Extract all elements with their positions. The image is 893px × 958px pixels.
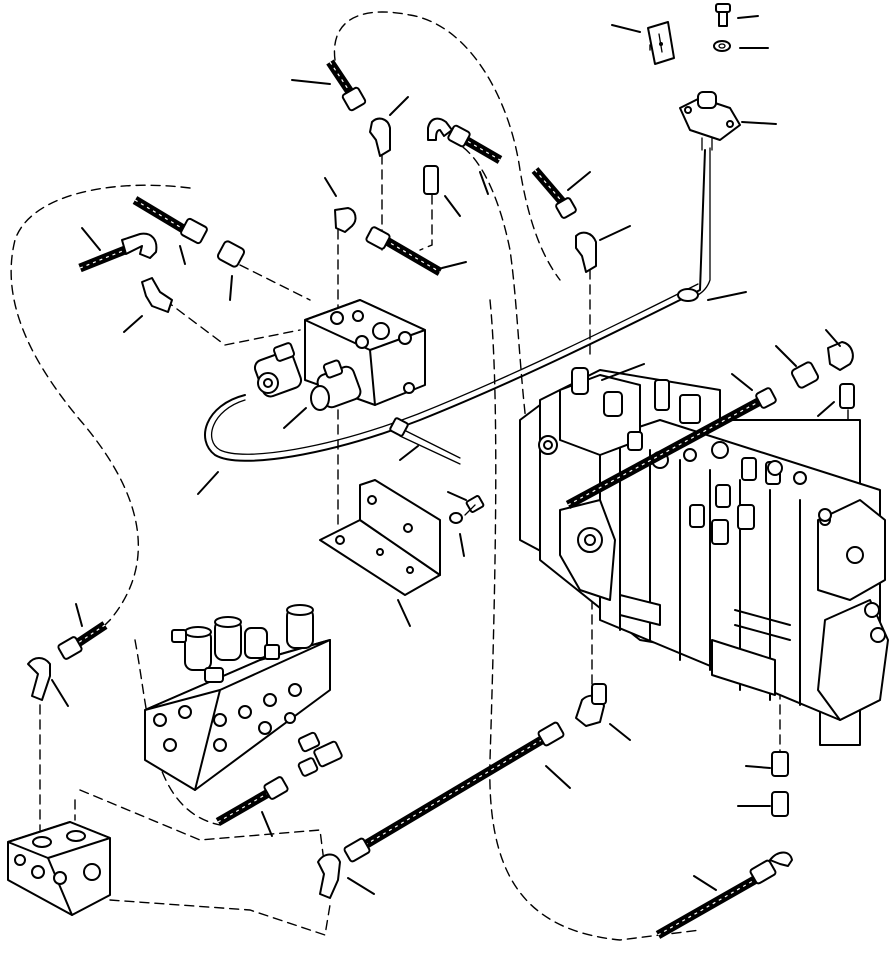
valve-hose-diagonal [565,387,777,509]
manifold-block [7,821,111,916]
control-valve-assembly [519,367,889,746]
solenoid-valve-block [253,299,426,411]
long-bolt [389,417,461,465]
fittings [27,117,855,899]
wire-harness [204,147,711,462]
dashed-connection-lines [10,11,849,941]
top-bolt [713,3,731,52]
pressure-switch [679,91,741,151]
mounting-bracket [319,479,441,596]
callout-leaders [51,15,841,895]
multi-solenoid-valve-block [144,604,331,791]
decal [647,21,675,65]
hydraulic-hoses [57,59,793,939]
small-bolt [449,495,485,524]
